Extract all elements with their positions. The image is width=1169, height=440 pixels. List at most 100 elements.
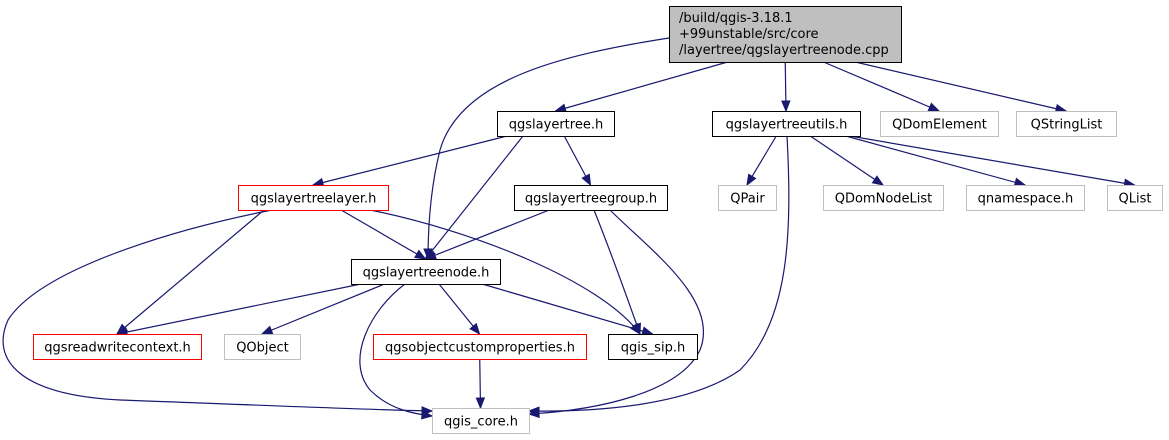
edge-qgslayertreenode-to-qgsreadwritecontext [115, 283, 362, 337]
node-qgslayertreenode[interactable]: qgslayertreenode.h [351, 259, 501, 285]
edge-qgslayertreeutils-to-qpair [746, 135, 777, 187]
node-label: qgslayertreenode.h [363, 266, 490, 281]
node-label: QList [1119, 192, 1152, 207]
node-qgsobjectcustomproperties[interactable]: qgsobjectcustomproperties.h [373, 334, 587, 360]
edge-line [528, 209, 705, 415]
node-box [33, 334, 202, 360]
edge-qgslayertreenode-to-qgis-core [359, 283, 434, 420]
arrow-head-icon [414, 249, 427, 260]
node-box [669, 6, 902, 63]
edge-qgslayertree-to-qgslayertreelayer [311, 135, 508, 188]
node-box [514, 185, 668, 211]
edge-qgslayertreeutils-to-qdomnodelist [809, 135, 885, 186]
edge-line [116, 283, 362, 335]
node-root[interactable]: /build/qgis-3.18.1+99unstable/src/core/l… [669, 6, 902, 63]
edge-root-to-qgslayertree [554, 61, 728, 113]
node-label: qgslayertreegroup.h [525, 192, 657, 207]
edge-line [823, 61, 940, 112]
arrow-head-icon [632, 322, 641, 336]
edge-line [809, 135, 884, 186]
node-label: qgslayertreeutils.h [726, 118, 848, 133]
edge-qgslayertreegroup-to-qgslayertreenode [424, 209, 550, 260]
node-qgis-sip[interactable]: qgis_sip.h [608, 334, 698, 360]
node-qnamespace[interactable]: qnamespace.h [966, 185, 1085, 211]
edge-line [555, 61, 728, 112]
edge-line [261, 283, 385, 335]
edge-line [845, 135, 1026, 186]
node-box [880, 111, 999, 137]
edge-line [528, 135, 790, 412]
arrow-head-icon [527, 408, 540, 419]
node-label-line: /layertree/qgslayertreenode.cpp [679, 43, 889, 58]
node-label: QObject [236, 341, 289, 356]
arrow-head-icon [927, 102, 941, 112]
edge-line [849, 135, 1135, 186]
edge-line [855, 61, 1067, 112]
node-label: QDomNodeList [835, 192, 933, 207]
arrow-head-icon [421, 410, 434, 420]
edge-line [425, 135, 524, 260]
edge-qgslayertree-to-qgslayertreenode [424, 135, 524, 261]
node-label-line: +99unstable/src/core [679, 27, 819, 42]
node-label: qgslayertree.h [509, 118, 603, 133]
edge-line [427, 37, 670, 260]
edge-line [593, 209, 641, 335]
node-qgslayertree[interactable]: qgslayertree.h [497, 111, 615, 137]
node-box [238, 185, 389, 211]
edge-qgslayertreeutils-to-qlist [849, 135, 1136, 188]
edge-root-to-qdomelement [823, 61, 941, 112]
edge-line [438, 283, 480, 335]
node-qobject[interactable]: QObject [224, 334, 301, 360]
node-box [718, 185, 777, 211]
node-box [608, 334, 698, 360]
edge-root-to-qstringlist [855, 61, 1068, 114]
node-qdomnodelist[interactable]: QDomNodeList [823, 185, 944, 211]
edge-qgslayertreegroup-to-qgis-sip [593, 209, 641, 336]
node-qgslayertreeutils[interactable]: qgslayertreeutils.h [712, 111, 861, 137]
node-qgslayertreelayer[interactable]: qgslayertreelayer.h [238, 185, 389, 211]
node-box [823, 185, 944, 211]
node-qgslayertreegroup[interactable]: qgslayertreegroup.h [514, 185, 668, 211]
edge-qgslayertreenode-to-qobject [260, 283, 385, 335]
node-qgsreadwritecontext[interactable]: qgsreadwritecontext.h [33, 334, 202, 360]
node-box [224, 334, 301, 360]
edge-line [482, 283, 653, 335]
edge-qgslayertreelayer-to-qgslayertreenode [340, 209, 427, 260]
node-label: qnamespace.h [978, 192, 1074, 207]
edge-line [116, 209, 265, 335]
arrow-head-icon [871, 175, 885, 186]
edge-root-to-qgslayertreeutils [781, 61, 791, 113]
node-label: qgis_sip.h [621, 341, 685, 356]
edge-line [359, 283, 433, 417]
node-label: qgslayertreelayer.h [251, 192, 377, 207]
node-qdomelement[interactable]: QDomElement [880, 111, 999, 137]
node-box [1107, 185, 1163, 211]
node-box [966, 185, 1085, 211]
node-label: QPair [730, 192, 765, 207]
arrow-head-icon [781, 100, 791, 113]
edge-qgslayertreenode-to-qgis-sip [482, 283, 654, 336]
node-layer: /build/qgis-3.18.1+99unstable/src/core/l… [33, 6, 1163, 434]
edge-qgsobjectcustomproperties-to-qgis-core [475, 358, 486, 410]
edge-line [369, 209, 641, 335]
edge-qgslayertreeutils-to-qnamespace [845, 135, 1027, 187]
arrow-head-icon [641, 326, 654, 336]
node-label: qgsreadwritecontext.h [44, 341, 191, 356]
edge-qgslayertreenode-to-qgsobjectcustomproperties [438, 283, 481, 336]
arrow-head-icon [554, 103, 567, 113]
node-box [1016, 111, 1117, 137]
node-qstringlist[interactable]: QStringList [1016, 111, 1117, 137]
edge-qgslayertreelayer-to-qgis-core [2, 209, 434, 416]
node-qlist[interactable]: QList [1107, 185, 1163, 211]
node-label: qgsobjectcustomproperties.h [385, 341, 575, 356]
node-box [712, 111, 861, 137]
node-qgis-core[interactable]: qgis_core.h [432, 408, 530, 434]
node-qpair[interactable]: QPair [718, 185, 777, 211]
edge-line [2, 209, 433, 412]
node-box [497, 111, 615, 137]
arrow-head-icon [475, 397, 486, 410]
node-box [432, 408, 530, 434]
node-box [373, 334, 587, 360]
edge-qgslayertree-to-qgslayertreegroup [563, 135, 592, 187]
